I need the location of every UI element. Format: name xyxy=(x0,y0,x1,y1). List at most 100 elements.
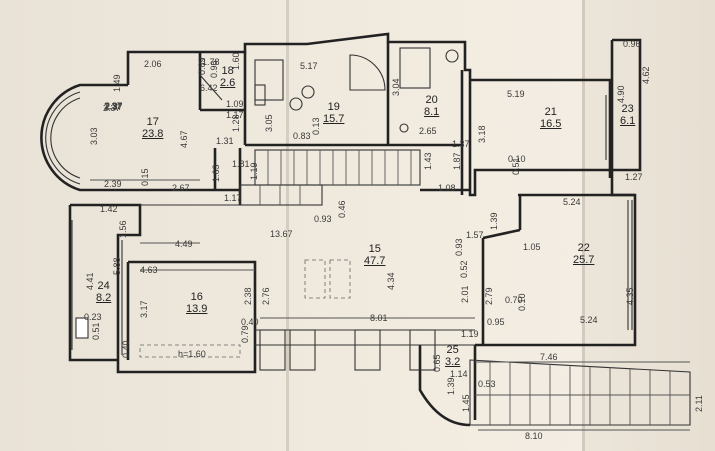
room-24-outer xyxy=(68,205,118,362)
dimension-label: 5.17 xyxy=(300,61,318,71)
windows xyxy=(71,95,633,355)
room-number: 23 xyxy=(621,103,634,115)
room-number: 22 xyxy=(577,242,590,254)
room-area: 3.2 xyxy=(445,355,461,368)
dimension-label: 3.04 xyxy=(391,78,401,96)
paper-fold xyxy=(286,0,289,451)
dimension-label: 1.45 xyxy=(461,394,471,412)
dimension-label: 0.15 xyxy=(140,168,150,186)
dimension-label: 1.43 xyxy=(423,152,433,170)
dimension-label: 0.89 xyxy=(197,57,207,75)
column xyxy=(75,317,89,339)
dimension-label: 5.19 xyxy=(507,89,525,99)
dimension-lines xyxy=(90,179,690,431)
bay-inner-2 xyxy=(50,97,81,179)
dimension-label: 3.17 xyxy=(139,300,149,318)
staircase-upper xyxy=(239,149,421,206)
dimension-label: 1.56 xyxy=(118,220,128,238)
dimension-label: 0.40 xyxy=(121,340,131,358)
dimension-label: 1.17 xyxy=(226,110,244,120)
room-number: 21 xyxy=(544,106,557,118)
dimension-label: 1.14 xyxy=(450,369,468,379)
paper-sheet-middle xyxy=(286,0,586,451)
dimension-label: 1.17 xyxy=(224,193,242,203)
dimension-label: 1.42 xyxy=(100,204,118,214)
dimension-label: 2.39 xyxy=(104,179,122,189)
dimension-label: 4.49 xyxy=(175,239,193,249)
dimension-label: 1.39 xyxy=(489,212,499,230)
dimension-label: 2.79 xyxy=(484,287,494,305)
dimension-label: 5.24 xyxy=(563,197,581,207)
dimension-label: 2.06 xyxy=(144,59,162,69)
dimension-label: 0.10 xyxy=(508,154,526,164)
room-area: 2.6 xyxy=(220,76,236,89)
dimension-label: 1.19 xyxy=(249,162,259,180)
dimension-label: 1.49 xyxy=(112,74,122,92)
bay-inner xyxy=(45,91,81,185)
dimension-label: 4.63 xyxy=(140,265,158,275)
dimension-label: 0.83 xyxy=(293,131,311,141)
dimension-label: 0.95 xyxy=(487,317,505,327)
room-area: 6.1 xyxy=(620,114,636,127)
dimension-label: 1.78 xyxy=(202,57,220,67)
dimension-label: 2.01 xyxy=(460,285,470,303)
dimension-label: 3.05 xyxy=(264,114,274,132)
dimension-label: 0.10 xyxy=(517,293,527,311)
dimension-label: 2.37 xyxy=(105,102,123,112)
dimension-label: 13.67 xyxy=(270,229,293,239)
dimension-label: 4.41 xyxy=(85,272,95,290)
dimension-label: 2.65 xyxy=(419,126,437,136)
room-21-walls xyxy=(470,78,612,178)
room-area: 16.5 xyxy=(540,117,562,130)
dimension-label: 1.81 xyxy=(232,159,250,169)
dimension-label: h=1.60 xyxy=(178,349,206,359)
dimension-label: 5.24 xyxy=(580,315,598,325)
dimension-label: 1.19 xyxy=(461,329,479,339)
dimension-label: 0.70 xyxy=(505,295,523,305)
dimension-label: 1.57 xyxy=(466,230,484,240)
dimension-label: 1.31 xyxy=(216,136,234,146)
dimension-label: 0.96 xyxy=(623,39,641,49)
dimension-label: 2.37 xyxy=(104,101,122,111)
room-number: 20 xyxy=(425,94,438,106)
room-number: 15 xyxy=(368,243,381,255)
dimension-label: 4.35 xyxy=(625,287,635,305)
room-number: 18 xyxy=(221,65,234,77)
dimension-label: 2.76 xyxy=(261,287,271,305)
room-area: 15.7 xyxy=(323,112,345,125)
porch-columns xyxy=(255,329,475,371)
room-area: 13.9 xyxy=(186,302,208,315)
dimension-label: 0.23 xyxy=(84,312,102,322)
room-16-walls xyxy=(128,260,257,330)
dimension-label: 1.87 xyxy=(452,152,462,170)
room-area: 47.7 xyxy=(364,254,386,267)
dimension-label: 0.52 xyxy=(459,260,469,278)
dimension-label: 1.39 xyxy=(446,377,456,395)
dimension-label: 1.37 xyxy=(452,139,470,149)
dimension-label: 8.01 xyxy=(370,313,388,323)
room-area: 8.1 xyxy=(424,105,440,118)
dimension-label: 0.93 xyxy=(314,214,332,224)
room-number: 16 xyxy=(190,291,203,303)
dimension-label: 4.90 xyxy=(616,85,626,103)
dimension-label: 3.18 xyxy=(477,125,487,143)
dimension-label: 1.09 xyxy=(226,99,244,109)
fixtures xyxy=(139,47,459,358)
dimension-label: 0.40 xyxy=(241,317,259,327)
dimension-label: 0.65 xyxy=(432,354,442,372)
room-area: 8.2 xyxy=(96,291,112,304)
stair-landing xyxy=(418,345,471,427)
room-area: 23.8 xyxy=(142,127,164,140)
dimension-label: 1.08 xyxy=(438,183,456,193)
dimension-label: 7.46 xyxy=(540,352,558,362)
